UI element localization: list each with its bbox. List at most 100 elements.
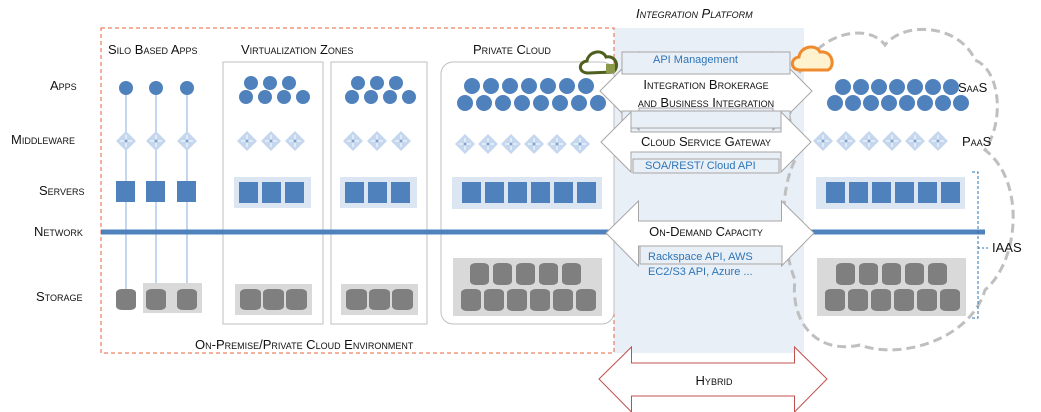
cylinder-storage-icon bbox=[484, 289, 504, 311]
circle-app-icon bbox=[495, 95, 511, 111]
circle-app-icon bbox=[263, 76, 277, 90]
diamond-node-icon bbox=[478, 134, 498, 154]
circle-app-icon bbox=[277, 90, 291, 104]
diamond-node-icon bbox=[455, 134, 475, 154]
circle-app-icon bbox=[239, 90, 253, 104]
capacity-sub-box bbox=[639, 245, 783, 265]
cylinder-storage-icon bbox=[116, 289, 136, 310]
cylinder-storage-icon bbox=[905, 263, 924, 285]
square-server-icon bbox=[391, 182, 410, 203]
circle-app-icon bbox=[483, 78, 499, 94]
diamond-node-icon bbox=[905, 131, 925, 151]
cloud-service-gateway-label: Cloud Service Gateway bbox=[640, 134, 772, 149]
api-management-box bbox=[621, 51, 791, 75]
circle-app-icon bbox=[149, 81, 163, 95]
cylinder-storage-icon bbox=[530, 289, 550, 311]
circle-app-icon bbox=[863, 95, 879, 111]
square-server-icon bbox=[368, 182, 387, 203]
diamond-node-icon bbox=[813, 131, 833, 151]
public-cloud-boundary bbox=[782, 27, 1015, 352]
circle-app-icon bbox=[389, 76, 403, 90]
brokerage-bottom-box bbox=[621, 110, 791, 129]
square-server-icon bbox=[508, 182, 527, 203]
circle-app-icon bbox=[835, 79, 851, 95]
cylinder-storage-icon bbox=[562, 263, 581, 285]
circle-app-icon bbox=[345, 90, 359, 104]
cylinder-storage-icon bbox=[940, 289, 960, 311]
cylinder-storage-icon bbox=[928, 263, 947, 285]
cloud-lock-icon bbox=[578, 50, 618, 75]
api-management-label: API Management bbox=[653, 54, 738, 66]
diamond-node-icon bbox=[343, 131, 363, 151]
circle-app-icon bbox=[533, 95, 549, 111]
cylinder-storage-icon bbox=[263, 289, 284, 310]
diamond-node-icon bbox=[285, 131, 305, 151]
cylinder-storage-icon bbox=[882, 263, 901, 285]
square-server-icon bbox=[285, 182, 304, 203]
circle-app-icon bbox=[889, 79, 905, 95]
circle-app-icon bbox=[881, 95, 897, 111]
square-server-icon bbox=[895, 182, 914, 203]
diamond-node-icon bbox=[547, 134, 567, 154]
diamond-node-icon bbox=[391, 131, 411, 151]
circle-app-icon bbox=[559, 78, 575, 94]
capacity-sub-line1: Rackspace API, AWS bbox=[648, 251, 753, 263]
diamond-node-icon bbox=[261, 131, 281, 151]
cylinder-storage-icon bbox=[553, 289, 573, 311]
square-server-icon bbox=[239, 182, 258, 203]
diamond-node-icon bbox=[570, 134, 590, 154]
square-server-icon bbox=[872, 182, 891, 203]
gateway-sub-label: SOA/REST/ Cloud API bbox=[645, 160, 756, 172]
square-server-icon bbox=[462, 182, 481, 203]
circle-app-icon bbox=[935, 95, 951, 111]
diamond-node-icon bbox=[501, 134, 521, 154]
circle-app-icon bbox=[244, 76, 258, 90]
virtualization-zone-1 bbox=[222, 61, 324, 325]
square-server-icon bbox=[849, 182, 868, 203]
cylinder-storage-icon bbox=[848, 289, 868, 311]
on-demand-capacity-arrow bbox=[605, 199, 815, 268]
cylinder-storage-icon bbox=[461, 289, 481, 311]
circle-app-icon bbox=[296, 90, 310, 104]
circle-app-icon bbox=[899, 95, 915, 111]
circle-app-icon bbox=[871, 79, 887, 95]
circle-app-icon bbox=[943, 79, 959, 95]
iaas-label: IAAS bbox=[992, 240, 1022, 255]
circle-app-icon bbox=[827, 95, 843, 111]
square-server-icon bbox=[146, 181, 165, 202]
circle-app-icon bbox=[364, 90, 378, 104]
square-server-icon bbox=[345, 182, 364, 203]
circle-app-icon bbox=[578, 78, 594, 94]
cylinder-storage-icon bbox=[576, 289, 596, 311]
circle-app-icon bbox=[514, 95, 530, 111]
diamond-node-icon bbox=[882, 131, 902, 151]
square-server-icon bbox=[177, 181, 196, 202]
circle-app-icon bbox=[590, 95, 606, 111]
cloud-icon bbox=[790, 45, 834, 72]
diamond-node-icon bbox=[928, 131, 948, 151]
diamond-node-icon bbox=[367, 131, 387, 151]
cylinder-storage-icon bbox=[836, 263, 855, 285]
circle-app-icon bbox=[351, 76, 365, 90]
gateway-sub-box bbox=[632, 158, 780, 174]
cylinder-storage-icon bbox=[146, 289, 166, 310]
cylinder-storage-icon bbox=[825, 289, 845, 311]
circle-app-icon bbox=[552, 95, 568, 111]
private-cloud-box bbox=[440, 61, 615, 325]
saas-label: SaaS bbox=[958, 80, 988, 95]
hybrid-arrow bbox=[598, 345, 828, 412]
circle-app-icon bbox=[540, 78, 556, 94]
cylinder-storage-icon bbox=[493, 263, 512, 285]
diamond-node-icon bbox=[859, 131, 879, 151]
row-label-storage: Storage bbox=[36, 289, 83, 304]
row-label-network: Network bbox=[34, 224, 83, 239]
square-server-icon bbox=[577, 182, 596, 203]
cylinder-storage-icon bbox=[346, 289, 367, 310]
cylinder-storage-icon bbox=[859, 263, 878, 285]
cylinder-storage-icon bbox=[894, 289, 914, 311]
square-server-icon bbox=[554, 182, 573, 203]
circle-app-icon bbox=[845, 95, 861, 111]
cloud-service-gateway-arrow bbox=[600, 110, 812, 174]
circle-app-icon bbox=[953, 95, 969, 111]
